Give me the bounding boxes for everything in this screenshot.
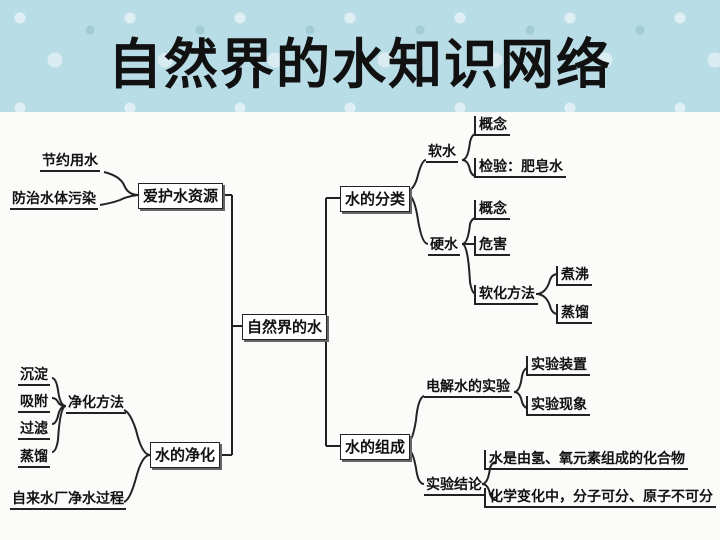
purify-method-adsorption: 吸附 — [18, 393, 50, 413]
softening-method-label: 软化方法 — [474, 285, 538, 305]
conclusion-label: 实验结论 — [424, 476, 484, 496]
purify-method-filtration: 过滤 — [18, 420, 50, 440]
composition-node: 水的组成 — [340, 434, 411, 460]
purify-plant-process: 自来水厂净水过程 — [10, 490, 126, 510]
protect-node: 爱护水资源 — [138, 183, 224, 209]
purify-methods-label: 净化方法 — [66, 394, 126, 414]
protect-item-save: 节约用水 — [40, 152, 100, 172]
hard-item-harm: 危害 — [474, 236, 510, 256]
header-banner — [0, 0, 720, 112]
electrolysis-phenomenon: 实验现象 — [526, 396, 590, 416]
soft-item-concept: 概念 — [474, 116, 510, 136]
purify-method-sedimentation: 沉淀 — [18, 366, 50, 386]
classify-node: 水的分类 — [340, 186, 411, 212]
hard-item-concept: 概念 — [474, 200, 510, 220]
soft-item-test: 检验：肥皂水 — [474, 158, 566, 178]
soft-water-label: 软水 — [426, 143, 458, 163]
conclusion-compound: 水是由氢、氧元素组成的化合物 — [484, 450, 688, 470]
protect-item-pollution: 防治水体污染 — [10, 190, 98, 210]
softening-distillation: 蒸馏 — [556, 304, 592, 324]
center-node: 自然界的水 — [242, 314, 328, 340]
purify-method-distillation: 蒸馏 — [18, 448, 50, 468]
hard-water-label: 硬水 — [428, 236, 460, 256]
electrolysis-apparatus: 实验装置 — [526, 356, 590, 376]
conclusion-molecule: 化学变化中，分子可分、原子不可分 — [484, 488, 716, 508]
softening-boiling: 煮沸 — [556, 266, 592, 286]
electrolysis-label: 电解水的实验 — [424, 378, 512, 398]
page-title: 自然界的水知识网络 — [108, 33, 612, 96]
purify-node: 水的净化 — [150, 442, 221, 468]
